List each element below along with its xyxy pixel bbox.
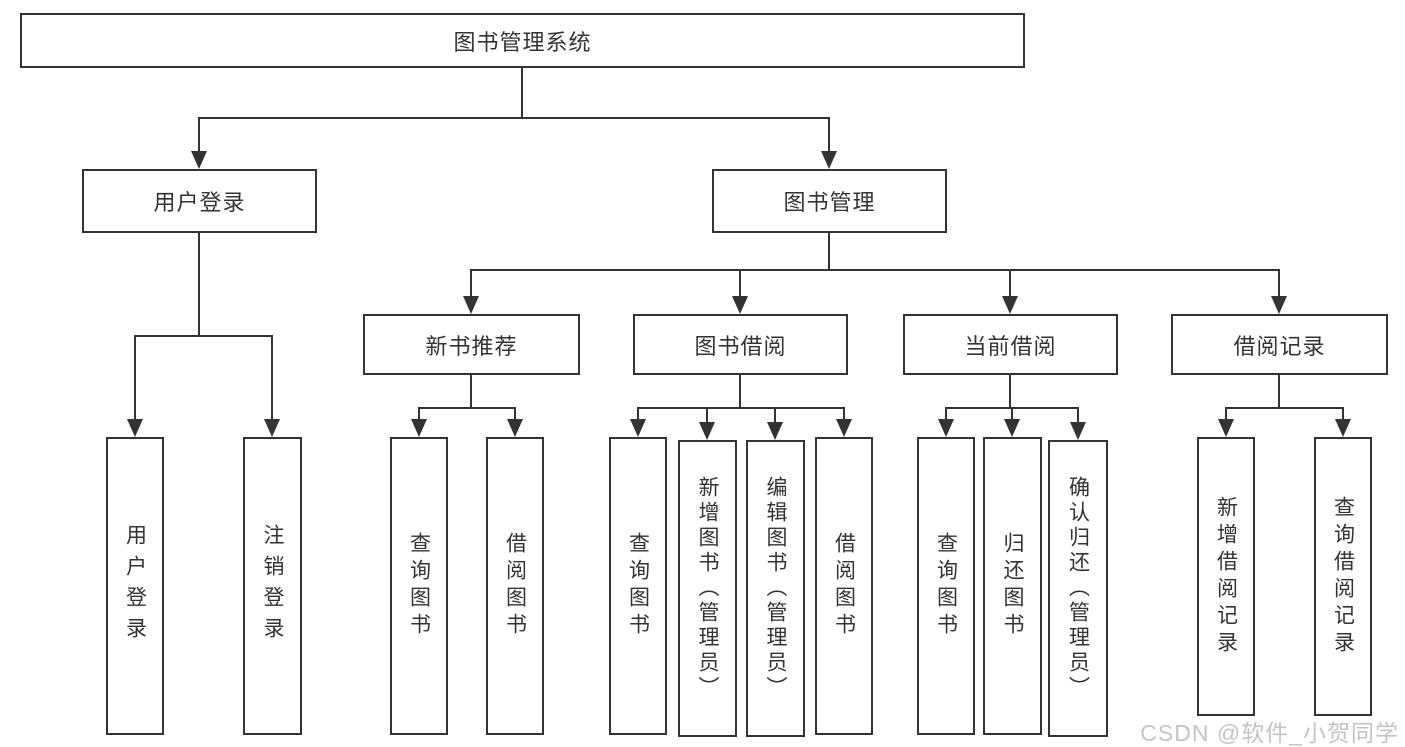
node-return-book: 归还图书 — [983, 437, 1042, 735]
node-confirm-return-admin: 确认归还（管理员） — [1048, 440, 1108, 737]
node-user-login: 用户登录 — [82, 169, 317, 233]
node-query-book-current: 查询图书 — [917, 437, 975, 735]
node-borrow-book-recommend: 借阅图书 — [486, 437, 544, 735]
connector-stems — [134, 68, 1344, 424]
node-edit-book-admin: 编辑图书（管理员） — [746, 440, 805, 737]
node-add-borrow-record: 新增借阅记录 — [1197, 437, 1255, 716]
node-query-book-borrow: 查询图书 — [609, 437, 667, 735]
node-borrow-book-action: 借阅图书 — [815, 437, 873, 735]
node-book-borrow: 图书借阅 — [633, 314, 848, 375]
node-add-book-admin: 新增图书（管理员） — [678, 440, 737, 737]
csdn-watermark: CSDN @软件_小贺同学 — [1140, 720, 1399, 746]
node-current-borrow: 当前借阅 — [903, 314, 1118, 375]
node-new-book-recommend: 新书推荐 — [363, 314, 580, 375]
node-root-library-management-system: 图书管理系统 — [20, 13, 1025, 68]
node-user-login-action: 用户登录 — [106, 437, 164, 735]
node-query-book-recommend: 查询图书 — [390, 437, 448, 735]
node-logout: 注销登录 — [243, 437, 302, 735]
node-borrow-record: 借阅记录 — [1171, 314, 1388, 375]
node-book-management: 图书管理 — [712, 169, 947, 233]
node-query-borrow-record: 查询借阅记录 — [1314, 437, 1372, 716]
connector-arrowheads — [127, 151, 1351, 440]
